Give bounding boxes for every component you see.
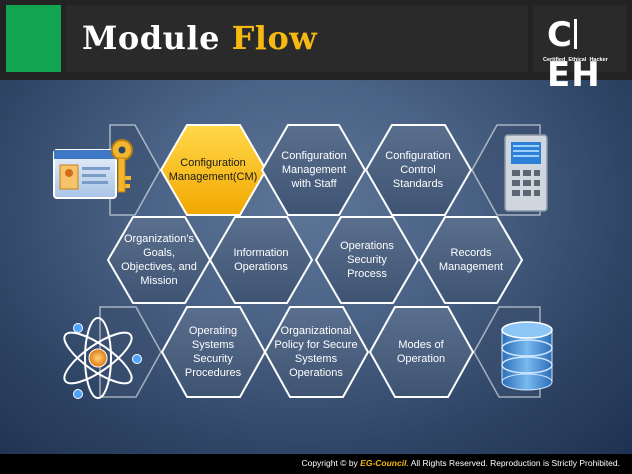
header-bar: Module Flow CEH Certified Ethical Hacker: [0, 0, 632, 95]
copyright-notice: Copyright © by EG-Council. All Rights Re…: [301, 458, 620, 468]
hex-records-management[interactable]: [418, 216, 524, 304]
hex-information-operations[interactable]: [208, 216, 314, 304]
id-card-key-icon: [53, 139, 133, 199]
keypad-lock-icon: [504, 134, 548, 212]
title-word-module: Module: [82, 19, 220, 57]
title-panel: Module Flow: [66, 5, 528, 72]
title-word-flow: Flow: [231, 19, 318, 57]
hex-operations-security-process[interactable]: [314, 216, 420, 304]
copyright-suffix: . All Rights Reserved. Reproduction is S…: [406, 458, 620, 468]
copyright-prefix: Copyright © by: [301, 458, 358, 468]
accent-block: [6, 5, 61, 72]
hex-configuration-management[interactable]: [159, 124, 268, 216]
copyright-brand: EG-Council: [360, 458, 407, 468]
footer-bar: Copyright © by EG-Council. All Rights Re…: [0, 454, 632, 474]
page-title: Module Flow: [82, 19, 317, 57]
atom-icon: [63, 317, 142, 399]
hex-organizational-policy[interactable]: [263, 306, 370, 398]
module-flow-diagram: [53, 124, 553, 399]
hex-organization-goals[interactable]: [106, 216, 212, 304]
hex-operating-systems-security[interactable]: [160, 306, 267, 398]
hex-modes-of-operation[interactable]: [368, 306, 475, 398]
hex-edge-left-bottom: [99, 306, 162, 398]
ceh-logo-letters: CEH: [547, 15, 601, 95]
hex-configuration-management-with-staff[interactable]: [260, 124, 367, 216]
ceh-logo-subtitle: Certified Ethical Hacker: [543, 57, 608, 63]
ceh-logo: CEH Certified Ethical Hacker: [533, 5, 626, 95]
hex-configuration-control-standards[interactable]: [364, 124, 473, 216]
database-icon: [501, 321, 553, 391]
